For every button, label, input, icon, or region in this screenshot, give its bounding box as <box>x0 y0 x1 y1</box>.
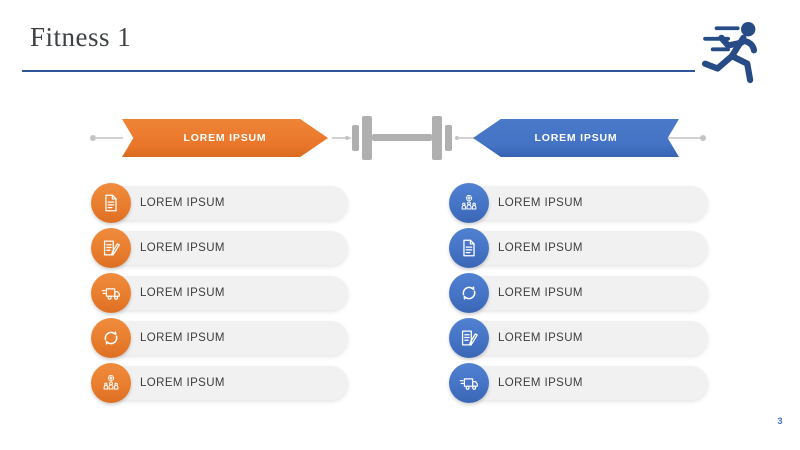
list-item-label: LOREM IPSUM <box>498 287 583 299</box>
list-item: LOREM IPSUM <box>449 228 708 268</box>
list-item: LOREM IPSUM <box>91 183 348 223</box>
right-column: LOREM IPSUM LOREM IPSUM LOREM IPSUM LORE… <box>449 183 708 408</box>
document-icon <box>91 183 131 223</box>
mid-left-connector-line <box>332 137 351 139</box>
title-underline <box>22 70 695 72</box>
left-connector-line <box>95 137 123 139</box>
list-item: LOREM IPSUM <box>449 318 708 358</box>
clipboard-edit-icon <box>91 228 131 268</box>
list-item: LOREM IPSUM <box>449 273 708 313</box>
sync-arrows-icon <box>91 318 131 358</box>
list-item-label: LOREM IPSUM <box>140 242 225 254</box>
left-end-dot <box>90 135 96 141</box>
delivery-truck-icon <box>91 273 131 313</box>
list-item-label: LOREM IPSUM <box>498 377 583 389</box>
delivery-truck-icon <box>449 363 489 403</box>
clipboard-edit-icon <box>449 318 489 358</box>
list-item-label: LOREM IPSUM <box>498 242 583 254</box>
list-item-label: LOREM IPSUM <box>498 332 583 344</box>
list-item: LOREM IPSUM <box>91 363 348 403</box>
list-item: LOREM IPSUM <box>449 363 708 403</box>
list-item-label: LOREM IPSUM <box>140 332 225 344</box>
team-icon <box>449 183 489 223</box>
left-column: LOREM IPSUM LOREM IPSUM LOREM IPSUM LORE… <box>91 183 348 408</box>
list-item: LOREM IPSUM <box>449 183 708 223</box>
list-item-label: LOREM IPSUM <box>140 377 225 389</box>
banner-right-label: LOREM IPSUM <box>534 132 618 144</box>
sync-arrows-icon <box>449 273 489 313</box>
list-item: LOREM IPSUM <box>91 228 348 268</box>
banner-right: LOREM IPSUM <box>473 119 679 157</box>
right-connector-line <box>664 137 702 139</box>
banner-left: LOREM IPSUM <box>122 119 328 157</box>
list-item: LOREM IPSUM <box>91 273 348 313</box>
team-icon <box>91 363 131 403</box>
banner-left-label: LOREM IPSUM <box>183 132 267 144</box>
list-item: LOREM IPSUM <box>91 318 348 358</box>
mid-right-connector-line <box>458 137 474 139</box>
list-item-label: LOREM IPSUM <box>140 197 225 209</box>
runner-icon <box>701 22 758 84</box>
document-icon <box>449 228 489 268</box>
page-title: Fitness 1 <box>30 22 132 52</box>
right-end-dot <box>700 135 706 141</box>
mid-right-dot <box>455 136 459 140</box>
mid-left-dot <box>345 136 349 140</box>
page-number: 3 <box>777 416 783 426</box>
list-item-label: LOREM IPSUM <box>498 197 583 209</box>
list-item-label: LOREM IPSUM <box>140 287 225 299</box>
